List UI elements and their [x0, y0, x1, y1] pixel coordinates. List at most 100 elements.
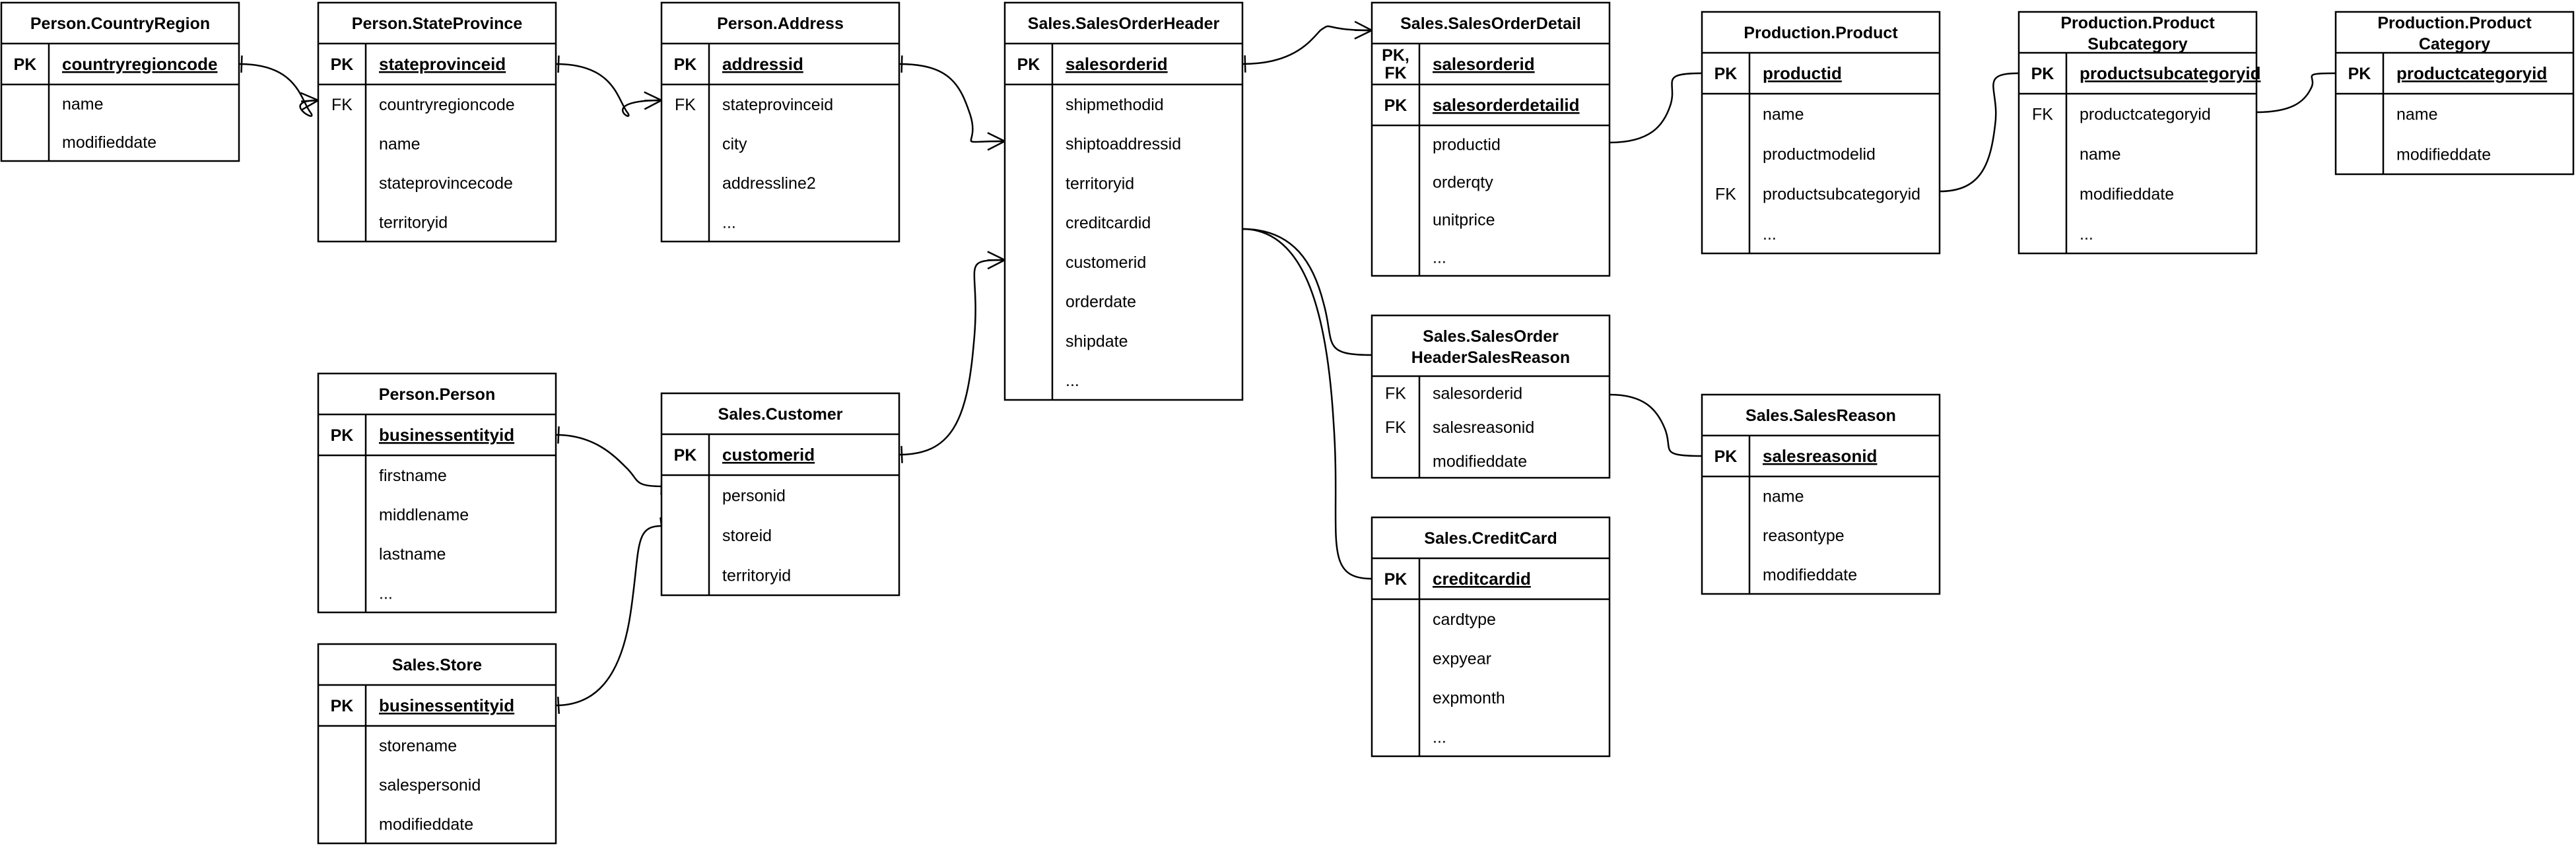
entity-field-row[interactable]: modifieddate: [379, 815, 473, 833]
entity-field-row[interactable]: shipmethodid: [1066, 96, 1164, 114]
entity-field-row[interactable]: personid: [722, 486, 786, 505]
entity-field-row[interactable]: ...: [1433, 249, 1446, 267]
relationship-line[interactable]: [555, 63, 662, 117]
entity-box[interactable]: [1701, 393, 1941, 595]
relationship-line[interactable]: [1609, 72, 1703, 144]
entity-field-row[interactable]: ...: [1066, 372, 1079, 390]
entity-box[interactable]: [1371, 1, 1611, 277]
entity-field-row[interactable]: stateprovincecode: [379, 174, 513, 193]
entity-box[interactable]: [317, 643, 557, 845]
entity-field-row[interactable]: territoryid: [722, 567, 791, 585]
relationship-line[interactable]: [1939, 72, 2019, 193]
relationship-line[interactable]: [555, 434, 662, 488]
relationship-line[interactable]: [898, 259, 1005, 456]
entity-box[interactable]: [1701, 11, 1941, 255]
relationship-countryregion-stateprovince[interactable]: [238, 55, 319, 117]
entity-box[interactable]: [1003, 1, 1244, 401]
entity-box[interactable]: [317, 1, 557, 243]
relationship-customer-salesorderheader[interactable]: [898, 251, 1005, 463]
relationship-stateprovince-address[interactable]: [555, 55, 662, 117]
relationship-line[interactable]: [555, 525, 662, 707]
relationship-salesorderheader-salesorderdetail[interactable]: [1242, 20, 1373, 73]
entity-field-row[interactable]: name: [1763, 105, 1804, 123]
entity-box[interactable]: [660, 392, 900, 597]
entity-field-row[interactable]: modifieddate: [62, 133, 156, 152]
entity-field-row[interactable]: lastname: [379, 545, 446, 564]
entity-field-row[interactable]: ...: [379, 584, 393, 602]
entity-field-row[interactable]: customerid: [1066, 253, 1146, 272]
entity-field-row[interactable]: middlename: [379, 505, 469, 524]
entity-box[interactable]: [1371, 516, 1611, 758]
entity-field-row[interactable]: orderqty: [1433, 174, 1493, 192]
relationship-salesorderheader-creditcard[interactable]: [1224, 218, 1376, 588]
entity-field-row[interactable]: creditcardid: [1066, 214, 1151, 232]
relationship-salesorderheader-soh_salesreason[interactable]: [1224, 218, 1376, 364]
entity-field-row[interactable]: addressline2: [722, 174, 816, 193]
entity-field-row[interactable]: modifieddate: [2396, 146, 2491, 164]
entity-field-row[interactable]: unitprice: [1433, 211, 1495, 230]
entity-field-row[interactable]: modifieddate: [1763, 566, 1857, 584]
entity-field-row[interactable]: modifieddate: [1433, 452, 1527, 471]
entity-field-row[interactable]: name: [2396, 106, 2438, 124]
entity-field-row[interactable]: expyear: [1433, 649, 1491, 668]
entity-field-row[interactable]: name: [62, 95, 104, 114]
entity-field-row[interactable]: storeid: [722, 527, 772, 545]
entity-field-row[interactable]: territoryid: [1066, 174, 1134, 193]
relationship-line[interactable]: [1242, 228, 1373, 580]
entity-box[interactable]: [317, 372, 557, 614]
entity-field-row[interactable]: salespersonid: [379, 776, 481, 795]
entity-field-row[interactable]: shipdate: [1066, 332, 1128, 350]
entity-field-row[interactable]: modifieddate: [2080, 185, 2174, 203]
entity-field-row[interactable]: shiptoaddressid: [1066, 135, 1181, 154]
entity-field-row[interactable]: name: [1763, 488, 1804, 506]
entity-box[interactable]: [660, 1, 900, 243]
entity-box[interactable]: [1371, 314, 1611, 479]
relationship-line[interactable]: [2256, 72, 2336, 114]
entity-field-row[interactable]: name: [2080, 145, 2121, 164]
entity-field-row[interactable]: city: [722, 135, 747, 153]
entity-field-row[interactable]: ...: [722, 213, 736, 232]
entity-field-row[interactable]: productid: [1433, 136, 1501, 154]
entity-field-row[interactable]: name: [379, 135, 421, 153]
relationship-line[interactable]: [1242, 25, 1373, 65]
entity-field-row[interactable]: firstname: [379, 467, 447, 485]
entity-field-row[interactable]: cardtype: [1433, 610, 1496, 629]
relationship-line[interactable]: [1242, 228, 1373, 356]
entity-field-row[interactable]: storename: [379, 737, 457, 756]
entity-box[interactable]: [0, 1, 240, 162]
entity-field-row[interactable]: ...: [1433, 728, 1446, 746]
relationship-line[interactable]: [238, 63, 319, 117]
